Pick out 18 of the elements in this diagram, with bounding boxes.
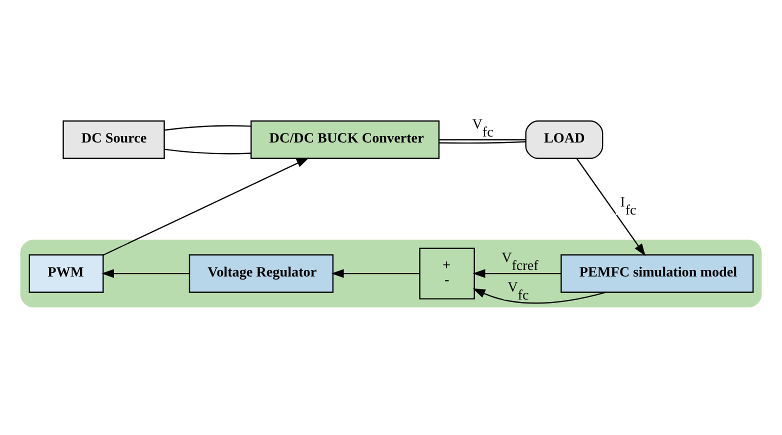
node-box: LOAD [525,120,604,159]
arrow [331,268,420,278]
node-box: PEMFC simulation model [560,254,754,292]
arrow [472,288,606,304]
node-box: + - [419,247,475,299]
connector [164,148,251,154]
connector [164,124,251,130]
connector [439,140,526,144]
node-box: PWM [28,254,104,292]
arrow [101,268,190,278]
arrow [472,268,562,278]
node-box: Voltage Regulator [188,254,334,292]
arrow [576,158,646,256]
node-box: DC/DC BUCK Converter [250,120,440,159]
cluster [20,239,762,307]
arrow [103,157,310,256]
node-box: DC Source [62,120,165,159]
connector [439,138,526,140]
